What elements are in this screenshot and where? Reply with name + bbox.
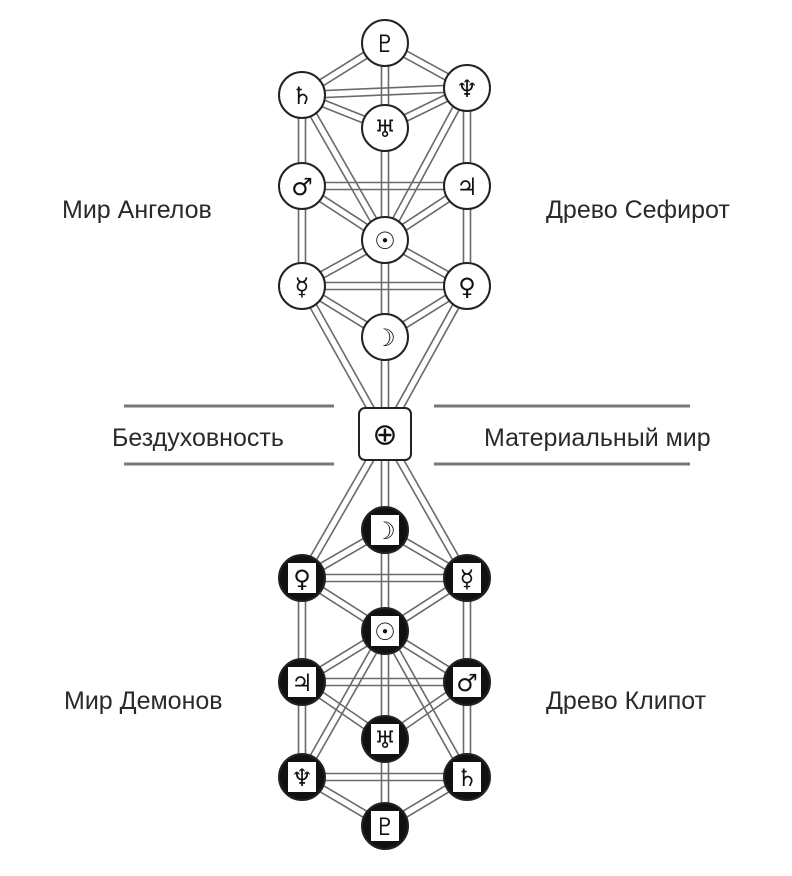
- upper-node-venus: ♀: [443, 262, 491, 310]
- lower-path-3-7-a: [298, 628, 383, 776]
- lower-node-uranus: ♅: [361, 715, 409, 763]
- upper-path-1-6-b: [304, 92, 389, 239]
- neptune-icon: ♆: [291, 764, 313, 792]
- upper-node-circle: [278, 162, 326, 210]
- lower-symbol-box: [371, 616, 399, 646]
- sun-icon: ☉: [374, 618, 396, 646]
- lower-node-venus: ♀: [278, 554, 326, 602]
- pluto-icon: ♇: [374, 30, 396, 58]
- venus-icon: ♀: [293, 565, 311, 593]
- upper-node-saturn: ♄: [278, 71, 326, 119]
- lower-node-moon: ☽: [361, 506, 409, 554]
- lower-node-sun: ☉: [361, 607, 409, 655]
- earth-node: ⊕: [358, 407, 412, 461]
- lower-path-3-8-a: [381, 632, 465, 780]
- lower-symbol-box: [453, 762, 481, 792]
- upper-path-1-6-a: [298, 96, 383, 243]
- saturn-icon: ♄: [456, 764, 478, 792]
- label-spiritlessness: Бездуховность: [112, 424, 284, 452]
- lower-symbol-box: [453, 667, 481, 697]
- lower-symbol-box: [288, 563, 316, 593]
- upper-node-pluto: ♇: [361, 19, 409, 67]
- saturn-icon: ♄: [291, 82, 313, 110]
- upper-node-circle: [361, 216, 409, 264]
- upper-path-1-2-b: [301, 83, 467, 93]
- label-world-of-angels: Мир Ангелов: [62, 196, 212, 224]
- upper-node-circle: [443, 64, 491, 112]
- upper-path-2-6-b: [387, 89, 471, 243]
- uranus-icon: ♅: [374, 115, 396, 143]
- upper-node-moon: ☽: [361, 313, 409, 361]
- moon-icon: ☽: [374, 324, 396, 352]
- mercury-icon: ☿: [460, 565, 475, 593]
- tree-nodes: ♇ ♄ ♆ ♅ ♂ ♃ ☉ ☿ ♀ ☽ ☽ ♀ ☿ ☉ ♃ ♂ ♅ ♆ ♄ ♇ ⊕: [278, 19, 491, 850]
- upper-node-circle: [278, 262, 326, 310]
- upper-path-2-6-a: [381, 85, 465, 239]
- lower-node-mercury: ☿: [443, 554, 491, 602]
- lower-path-3-8-b: [387, 628, 471, 776]
- upper-node-sun: ☉: [361, 216, 409, 264]
- lower-node-mars: ♂: [443, 658, 491, 706]
- upper-node-circle: [443, 262, 491, 310]
- lower-symbol-box: [453, 563, 481, 593]
- jupiter-icon: ♃: [291, 669, 313, 697]
- neptune-icon: ♆: [456, 75, 478, 103]
- mercury-icon: ☿: [295, 273, 310, 301]
- label-tree-of-qliphoth: Древо Клипот: [546, 687, 707, 715]
- lower-path-3-7-b: [304, 632, 389, 780]
- lower-symbol-box: [288, 762, 316, 792]
- upper-node-mars: ♂: [278, 162, 326, 210]
- lower-node-saturn: ♄: [443, 753, 491, 801]
- jupiter-icon: ♃: [456, 173, 478, 201]
- upper-node-uranus: ♅: [361, 104, 409, 152]
- pluto-icon: ♇: [374, 813, 396, 841]
- lower-node-pluto: ♇: [361, 802, 409, 850]
- upper-node-mercury: ☿: [278, 262, 326, 310]
- mars-icon: ♂: [456, 669, 478, 697]
- lower-node-jupiter: ♃: [278, 658, 326, 706]
- upper-node-circle: [361, 104, 409, 152]
- mars-icon: ♂: [291, 173, 313, 201]
- upper-node-circle: [361, 313, 409, 361]
- lower-symbol-box: [371, 515, 399, 545]
- lower-symbol-box: [371, 724, 399, 754]
- upper-node-circle: [443, 162, 491, 210]
- upper-node-circle: [361, 19, 409, 67]
- lower-symbol-box: [288, 667, 316, 697]
- upper-node-circle: [278, 71, 326, 119]
- earth-icon: ⊕: [372, 418, 397, 453]
- label-tree-of-sephiroth: Древо Сефирот: [546, 196, 730, 224]
- label-world-of-demons: Мир Демонов: [64, 687, 223, 715]
- venus-icon: ♀: [458, 273, 476, 301]
- separator-lines: [124, 404, 690, 466]
- upper-node-jupiter: ♃: [443, 162, 491, 210]
- lower-node-neptune: ♆: [278, 753, 326, 801]
- label-material-world: Материальный мир: [484, 424, 711, 452]
- sun-icon: ☉: [374, 227, 396, 255]
- moon-icon: ☽: [374, 517, 396, 545]
- earth-node-frame: [358, 407, 412, 461]
- upper-node-neptune: ♆: [443, 64, 491, 112]
- lower-symbol-box: [371, 811, 399, 841]
- upper-path-1-2-a: [302, 90, 468, 100]
- uranus-icon: ♅: [374, 726, 396, 754]
